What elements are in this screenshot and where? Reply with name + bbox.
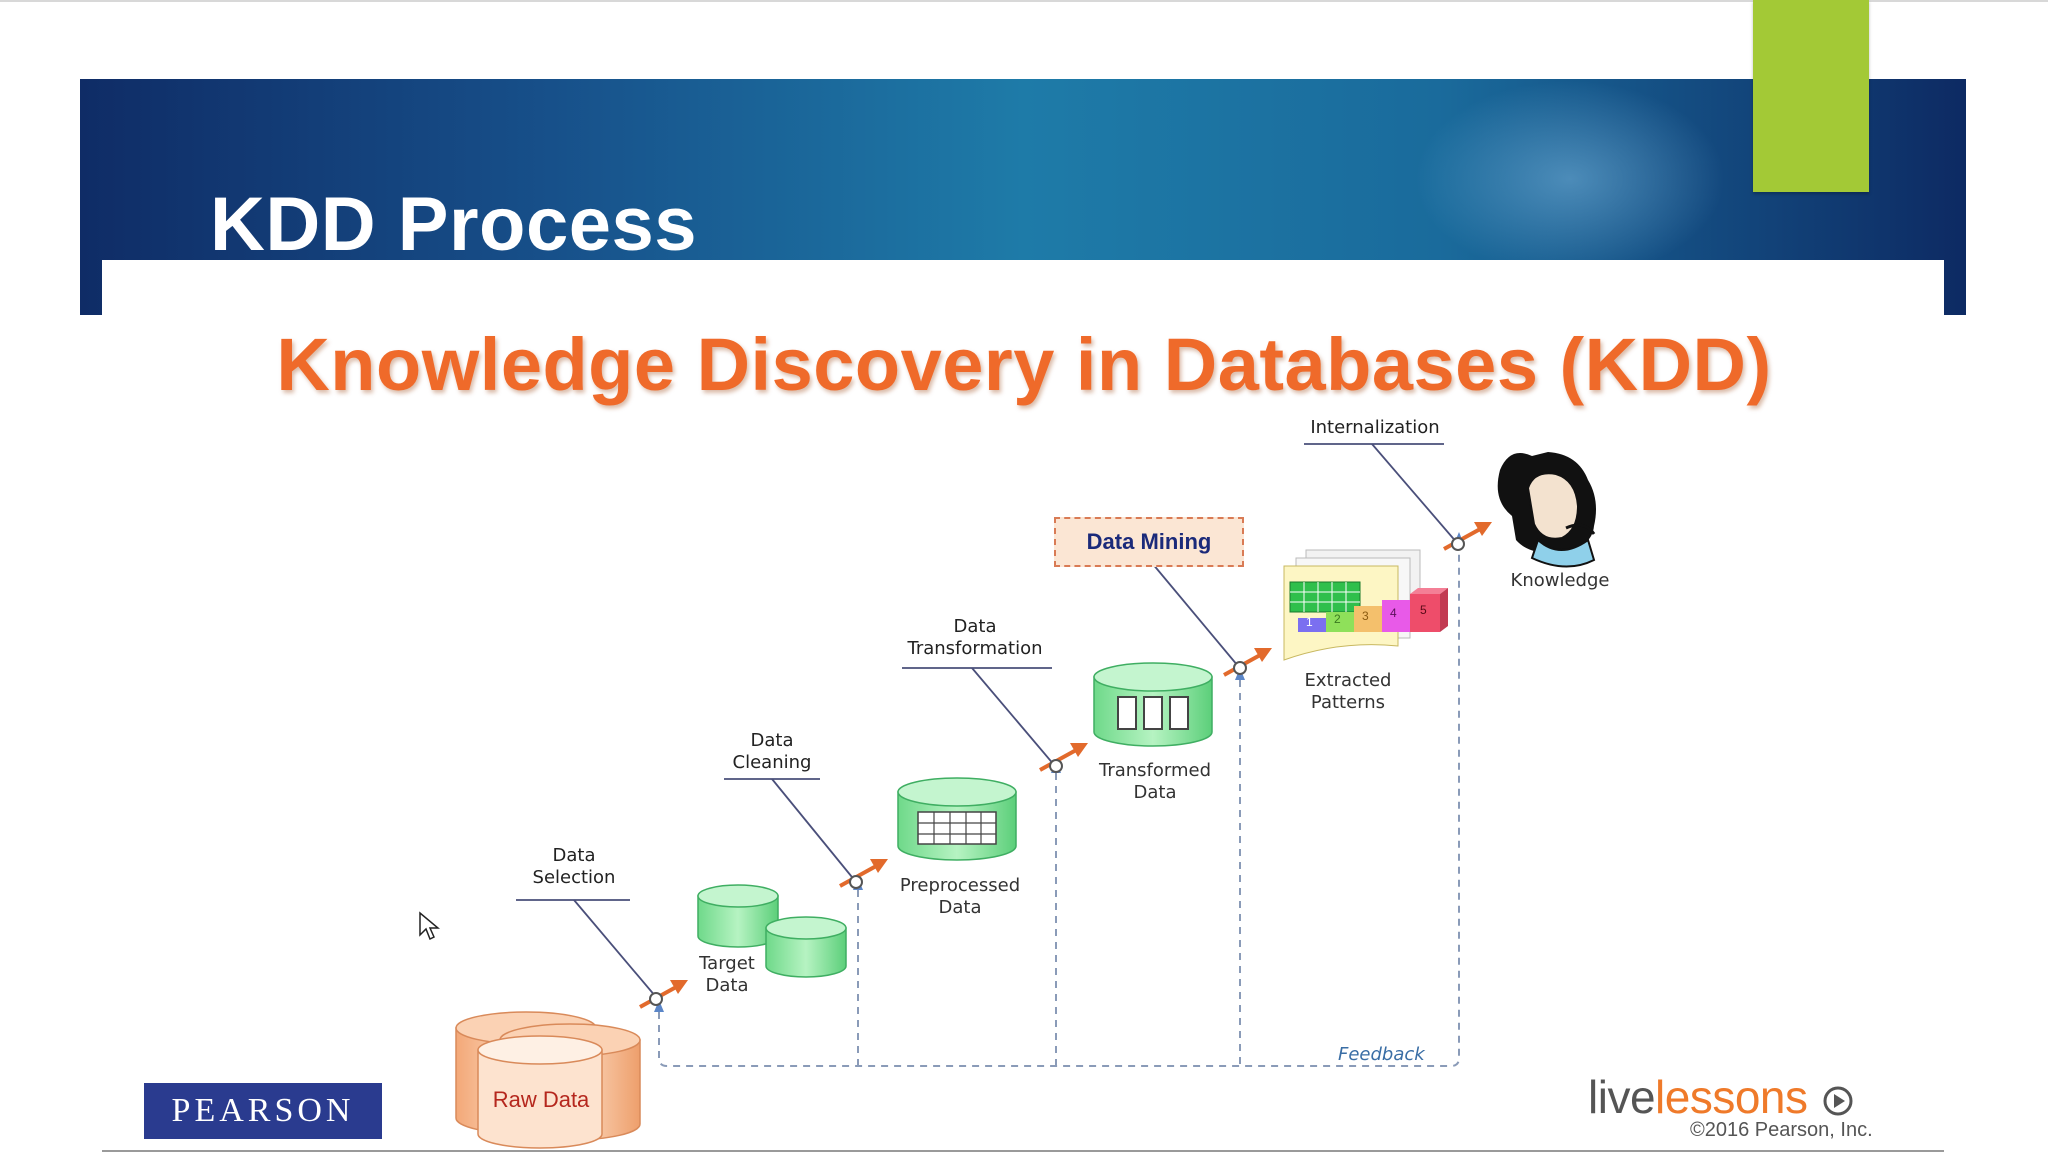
step-label-data-cleaning: Data Cleaning <box>732 730 812 773</box>
target-data-cylinders <box>697 884 847 978</box>
extracted-patterns-graphic <box>1283 549 1448 661</box>
livelessons-suffix: lessons <box>1655 1071 1808 1123</box>
diagram-title: Knowledge Discovery in Databases (KDD) <box>276 323 1772 406</box>
preprocessed-data-cylinder <box>897 777 1017 861</box>
step-label-internalization: Internalization <box>1310 417 1440 438</box>
play-icon <box>1823 1086 1853 1116</box>
raw-data-label: Raw Data <box>492 1087 590 1112</box>
livelessons-prefix: live <box>1588 1071 1656 1123</box>
step-label-data-transformation: Data Transformation <box>907 616 1043 659</box>
pattern-number-4: 4 <box>1390 606 1397 620</box>
transformed-data-label: Transformed Data <box>1098 760 1212 803</box>
copyright-text: ©2016 Pearson, Inc. <box>1690 1119 1873 1141</box>
slide-title: KDD Process <box>210 182 698 267</box>
preprocessed-data-label: Preprocessed Data <box>899 875 1021 918</box>
pattern-number-3: 3 <box>1362 609 1369 623</box>
accent-tab <box>1753 0 1869 192</box>
raw-data-cylinders <box>455 1011 641 1149</box>
feedback-lines <box>658 544 1460 1067</box>
feedback-label: Feedback <box>1338 1044 1425 1065</box>
pattern-number-2: 2 <box>1334 612 1341 626</box>
step-leaders <box>516 443 1459 998</box>
step-arrows <box>639 522 1492 1009</box>
pattern-number-1: 1 <box>1306 615 1313 629</box>
knowledge-thinker-icon <box>1497 452 1596 568</box>
top-border <box>0 0 2048 2</box>
mouse-cursor-icon <box>419 911 440 941</box>
transformed-data-cylinder <box>1093 662 1213 747</box>
bottom-border <box>102 1150 1944 1152</box>
content-panel <box>102 260 1944 1152</box>
livelessons-logo: livelessons <box>1588 1070 1854 1124</box>
target-data-label: Target Data <box>699 953 755 996</box>
data-mining-box: Data Mining <box>1054 517 1244 567</box>
pearson-logo: PEARSON <box>144 1083 382 1139</box>
knowledge-label: Knowledge <box>1510 570 1610 591</box>
pattern-number-5: 5 <box>1420 603 1427 617</box>
extracted-patterns-label: Extracted Patterns <box>1304 670 1392 713</box>
step-label-data-selection: Data Selection <box>532 845 616 888</box>
